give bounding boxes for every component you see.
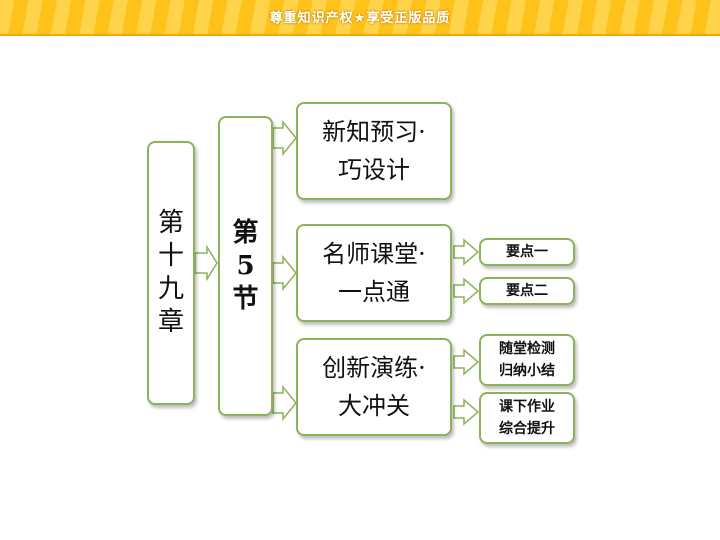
subitem-box-1: 要点一 [479,238,575,266]
section-box: 第5节 [218,116,273,416]
subitem3-line1: 随堂检测 [499,341,555,357]
topic1-line2: 巧设计 [337,156,410,184]
topic2-line2: 一点通 [337,278,410,306]
topic-box-2: 名师课堂· 一点通 [296,224,452,322]
topic-box-3: 创新演练· 大冲关 [296,338,452,436]
arrow-topic3-to-sub3 [453,348,480,376]
chapter-box: 第十九章 [147,141,195,405]
subitem4-line2: 综合提升 [499,421,555,437]
topic2-line1: 名师课堂· [322,240,426,268]
subitem4-line1: 课下作业 [499,399,555,415]
top-banner: 尊重知识产权★享受正版品质 [0,0,720,36]
subitem3-line2: 归纳小结 [499,363,555,379]
arrow-topic3-to-sub4 [453,398,480,426]
arrow-topic2-to-sub1 [453,238,480,266]
topic1-line1: 新知预习· [322,118,426,146]
section-label: 第5节 [232,217,259,314]
subitem2-label: 要点二 [506,283,548,299]
topic3-line1: 创新演练· [322,354,426,382]
banner-text: 尊重知识产权★享受正版品质 [269,11,451,26]
subitem1-label: 要点一 [506,244,548,260]
subitem-box-2: 要点二 [479,277,575,305]
topic3-line2: 大冲关 [337,392,410,420]
arrow-section-to-topic2 [272,254,297,292]
arrow-topic2-to-sub2 [453,277,480,305]
arrow-section-to-topic1 [272,119,297,157]
arrow-section-to-topic3 [272,384,297,422]
topic-box-1: 新知预习· 巧设计 [296,102,452,200]
arrow-chapter-to-section [194,244,218,282]
subitem-box-4: 课下作业 综合提升 [479,392,575,444]
chapter-label: 第十九章 [158,208,185,337]
subitem-box-3: 随堂检测 归纳小结 [479,334,575,386]
